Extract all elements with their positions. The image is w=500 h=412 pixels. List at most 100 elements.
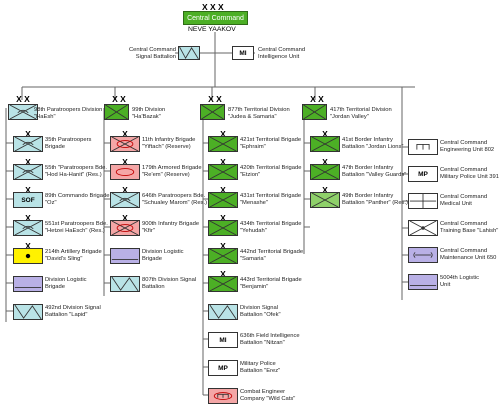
unit-label: 442nd Territorial Brigade "Samaria" [240,249,304,262]
top-location: NEVE YAAKOV [188,26,236,33]
unit-label: Division Logistic Brigade [45,277,87,290]
unit-label: 179th Armored Brigade "Re'em" (Reserve) [142,165,202,178]
sof-symbol: SOF [13,192,43,208]
training-symbol [408,220,438,236]
logistic-symbol [13,276,43,292]
infantry-cross-icon [9,105,37,119]
territorial-symbol [208,276,238,292]
logistic-bar-icon [409,285,437,286]
unit-echelon: X [25,185,31,195]
infantry-cross-icon [201,105,224,119]
division-label: 99th Division "Ha'Bazak" [132,107,166,120]
central-command-box[interactable]: Central Command [183,11,248,25]
infantry-cross-icon [209,221,237,235]
infantry-cross-icon [111,193,139,207]
unit-label: 49th Border Infantry Battalion "Panther"… [342,193,408,206]
unit-label: 431st Territorial Brigade "Menashe" [240,193,302,206]
top-echelon: X X X [202,2,224,12]
unit-label: 551st Paratroopers Bde. "Hetzei HaEsch" … [45,221,108,234]
unit-label: 646th Paratroopers Bde. "Schualey Marom"… [142,193,207,206]
infantry-cross-icon [14,165,42,179]
infantry-cross-icon [209,277,237,291]
signal-symbol [110,276,140,292]
intel-unit-symbol[interactable]: MI [232,46,254,60]
support-label: Central Command Medical Unit [440,194,488,207]
division-echelon: X X [208,94,222,104]
unit-label: 420th Territorial Brigade "Etzion" [240,165,302,178]
unit-echelon: X [220,269,226,279]
logistic-symbol [110,248,140,264]
mp-text: MP [418,170,428,178]
infantry-cross-icon [14,137,42,151]
engineer-icon [213,392,233,400]
paratroopers-symbol [13,136,43,152]
infantry-cross-icon [311,193,339,207]
signal-icon [179,47,199,59]
mech-infantry-symbol [110,220,140,236]
infantry-cross-icon [105,105,128,119]
territorial-symbol [208,220,238,236]
division-label: 877th Territorial Division "Judea & Sama… [228,107,290,120]
unit-label: Military Police Battalion "Erez" [240,361,281,374]
sof-text: SOF [21,196,35,204]
unit-label: 55th "Paratroopers Bde. "Hod Ha-Hanit" (… [45,165,107,178]
artillery-symbol [13,248,43,264]
mech-infantry-icon [111,221,139,235]
border-infantry-symbol [310,136,340,152]
mp-symbol: MP [208,360,238,376]
logistic-symbol [408,274,438,290]
unit-echelon: X [220,185,226,195]
unit-echelon: X [220,241,226,251]
border-infantry-symbol [310,164,340,180]
paratroopers-symbol [8,104,38,120]
signal-battalion-symbol[interactable] [178,46,200,60]
support-label: Central Command Military Police Unit 391 [440,167,499,180]
support-label: 5004th Logistic Unit [440,275,479,288]
territorial-symbol [302,104,327,120]
territorial-symbol [208,248,238,264]
infantry-cross-icon [303,105,326,119]
training-icon [409,221,437,235]
unit-echelon: X [122,157,128,167]
unit-label: 807th Division Signal Battalion [142,277,197,290]
signal-symbol [208,304,238,320]
division-label: 417th Territorial Division "Jordan Valle… [330,107,392,120]
division-label: 98th Paratroopers Division "HaEsh" [34,107,103,120]
infantry-cross-icon [311,137,339,151]
territorial-symbol [200,104,225,120]
border-infantry-symbol [310,192,340,208]
mp-symbol: MP [408,166,438,182]
unit-echelon: X [122,129,128,139]
infantry-cross-icon [311,165,339,179]
paratroopers-symbol [110,192,140,208]
unit-label: 11th Infantry Brigade "Yiftach" (Reserve… [142,137,196,150]
maintenance-symbol [408,247,438,263]
signal-symbol [13,304,43,320]
unit-echelon: X [122,213,128,223]
support-label: Central Command Maintenance Unit 650 [440,248,497,261]
unit-echelon: X [220,157,226,167]
unit-label: 636th Field Intelligence Battalion "Nitz… [240,333,300,346]
mi-text: MI [219,336,227,344]
territorial-symbol [208,164,238,180]
territorial-symbol [208,192,238,208]
unit-echelon: X [322,129,328,139]
engineer-icon [416,143,430,150]
unit-label: 47th Border Infantry Battalion "Valley G… [342,165,407,178]
division-echelon: X X [112,94,126,104]
infantry-cross-icon [209,249,237,263]
unit-label: 89th Commando Brigade "Oz" [45,193,110,206]
armor-icon [115,168,135,176]
unit-echelon: X [25,129,31,139]
signal-icon [14,305,42,319]
unit-echelon: X [122,185,128,195]
unit-label: 900th Infantry Brigade "Kfir" [142,221,200,234]
division-echelon: X X [16,94,30,104]
unit-echelon: X [25,157,31,167]
paratroopers-symbol [13,220,43,236]
signal-battalion-label: Central Command Signal Battalion [128,47,176,60]
infantry-cross-icon [209,165,237,179]
unit-label: Division Signal Battalion "Ofek" [240,305,281,318]
logistic-bar-icon [14,287,42,288]
